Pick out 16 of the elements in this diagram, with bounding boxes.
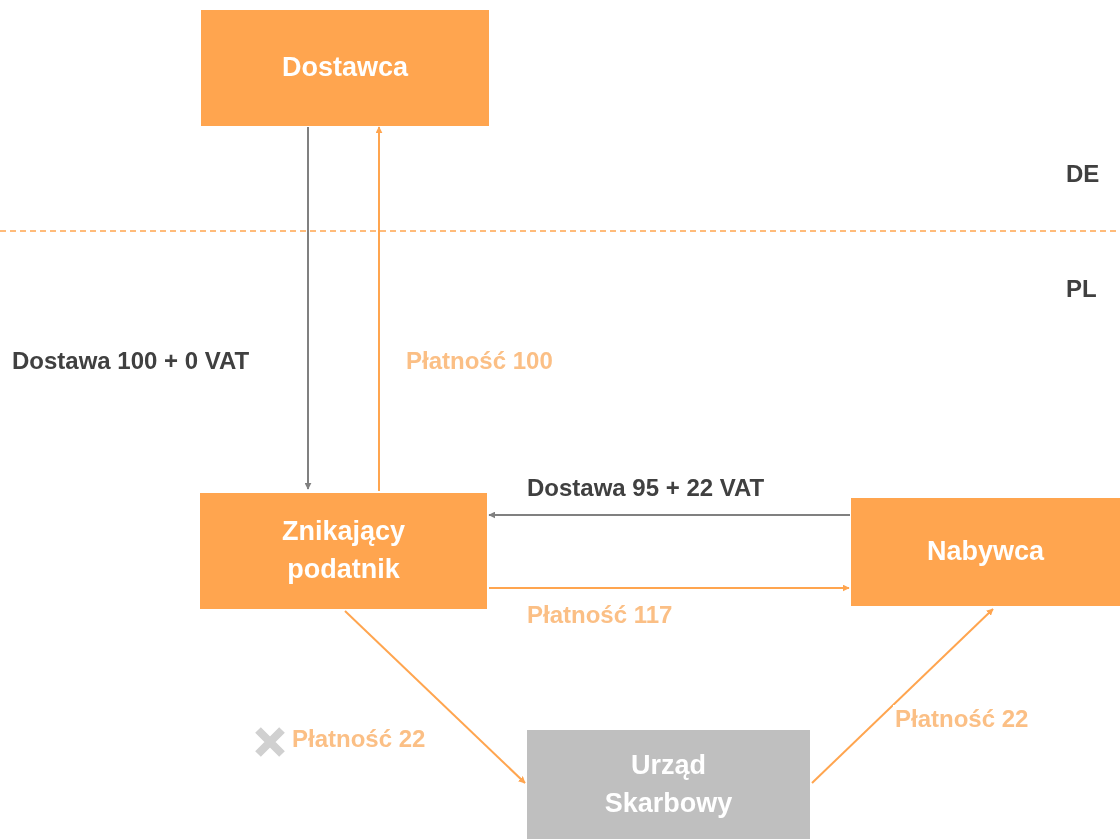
node-label: Znikający podatnik (280, 515, 407, 586)
arrow (375, 126, 383, 492)
process-box (201, 10, 489, 126)
arrow (811, 608, 994, 784)
process-box (527, 730, 810, 839)
process-box (200, 493, 487, 609)
node-label: Urząd Skarbowy (603, 748, 734, 820)
process-box (851, 498, 1120, 606)
arrow (344, 610, 526, 784)
region-label: DE (1066, 160, 1100, 188)
node-label: Nabywca (926, 535, 1045, 569)
arrow (488, 584, 850, 592)
region-label: PL (1066, 275, 1097, 303)
node-label: Dostawca (281, 51, 409, 85)
arrow (304, 126, 312, 490)
arrow (488, 511, 851, 519)
